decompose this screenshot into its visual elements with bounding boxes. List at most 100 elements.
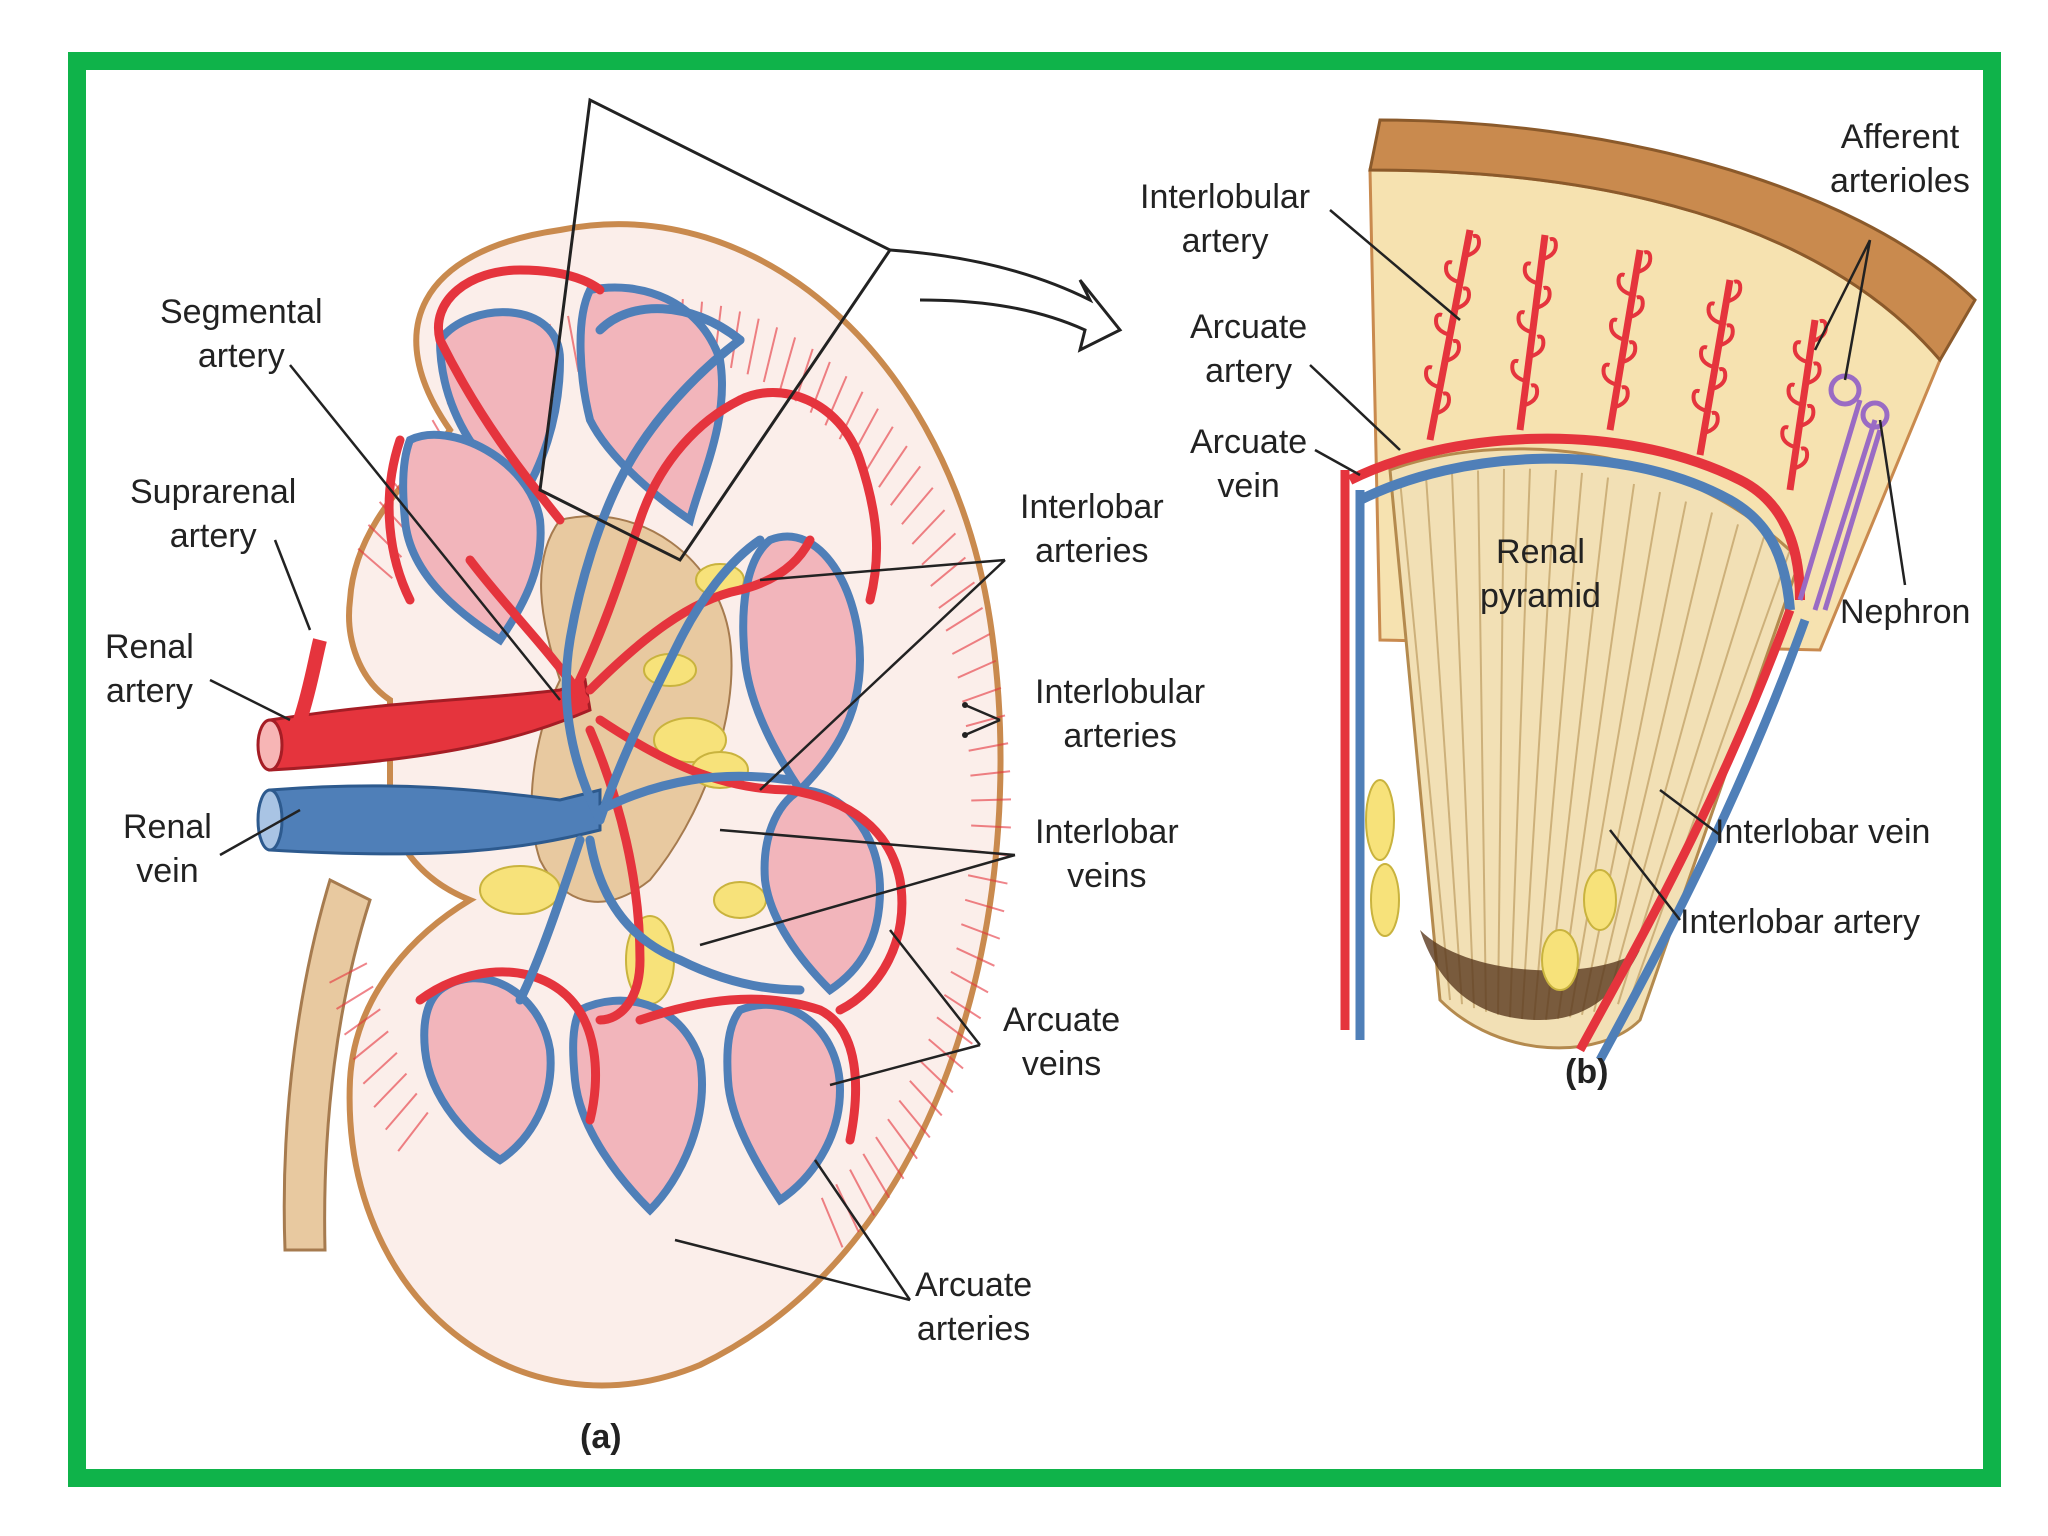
renal-pyramid-shape <box>1388 447 1802 1050</box>
label-line: Renal <box>1496 533 1585 571</box>
cortical-vessel <box>898 1099 931 1139</box>
cortical-vessel <box>362 1052 398 1085</box>
cortical-vessel <box>957 659 997 679</box>
cortical-vessel <box>960 923 1001 940</box>
label-line: artery <box>169 517 257 555</box>
label-line: Arcuate <box>1190 423 1308 461</box>
cortical-vessel <box>971 798 1012 802</box>
afferent-arteriole <box>1522 383 1540 408</box>
label-interlobar-arteries: Interlobar arteries <box>1020 485 1164 573</box>
pyramid-line <box>1629 549 1791 1001</box>
label-line: arteries <box>1063 717 1177 755</box>
label-line: pyramid <box>1480 577 1601 615</box>
pyramid-line <box>1425 476 1463 1005</box>
cortical-vessel <box>746 318 760 375</box>
cortical-vessel <box>962 686 1002 703</box>
renal-capsule-band <box>1368 118 1977 363</box>
label-line: Renal <box>105 628 194 666</box>
afferent-arteriole <box>1444 338 1462 364</box>
afferent-arteriole <box>1620 340 1638 365</box>
label-line: Interlobar <box>1020 488 1164 526</box>
cortical-vessel <box>936 1016 973 1045</box>
cortical-vessel <box>911 509 946 545</box>
arcuate-artery-b <box>1347 433 1805 601</box>
label-line: Renal <box>123 808 212 846</box>
cortical-vessel <box>373 1072 408 1108</box>
label-line: Afferent <box>1840 118 1960 156</box>
renal-vein-lumen <box>256 788 284 852</box>
pyramid-line <box>1533 472 1583 1020</box>
label-line: vein <box>136 852 199 890</box>
afferent-arteriole <box>1608 317 1626 342</box>
pyramid-line <box>1557 483 1635 1020</box>
cortical-vessel <box>930 556 967 587</box>
cortical-vessel <box>943 993 982 1020</box>
afferent-arteriole <box>1710 367 1728 392</box>
cortical-vessel <box>938 581 976 609</box>
cortical-vessel <box>397 1111 429 1152</box>
cortical-vessel <box>384 1092 418 1131</box>
cortical-vessel <box>329 962 368 984</box>
label-line: Segmental <box>160 293 323 331</box>
label-line: Suprarenal <box>130 473 297 511</box>
pyramid-line <box>1497 468 1505 1015</box>
pyramid-line <box>1569 491 1661 1018</box>
cortical-vessel <box>862 1153 891 1199</box>
panel-a-caption: (a) <box>580 1418 622 1456</box>
venous-branches <box>515 304 805 1005</box>
label-line: artery <box>1205 352 1293 390</box>
afferent-arteriole <box>1628 295 1645 320</box>
cortical-vessel <box>968 742 1009 752</box>
label-line: Interlobar artery <box>1680 903 1920 941</box>
pyramid-line <box>1545 477 1609 1021</box>
label-line: Arcuate <box>915 1266 1033 1304</box>
label-line: Interlobular <box>1140 178 1311 216</box>
cortical-vessel <box>878 445 908 488</box>
afferent-arteriole <box>1718 323 1735 348</box>
afferent-arteriole <box>1613 385 1630 410</box>
label-arcuate-artery: Arcuate artery <box>1190 305 1307 393</box>
cortex-detail-illustration <box>1340 118 1977 1063</box>
cortical-vessel <box>336 985 374 1010</box>
label-interlobular-artery: Interlobular artery <box>1140 175 1310 263</box>
afferent-arteriole <box>1423 365 1441 390</box>
label-line: artery <box>105 672 193 710</box>
afferent-arteriole <box>1786 382 1804 407</box>
afferent-arteriole <box>1792 446 1810 471</box>
label-arcuate-veins: Arcuate veins <box>1003 998 1120 1086</box>
arcuate-vein-b <box>1357 453 1795 611</box>
label-line: Arcuate <box>1003 1001 1121 1039</box>
pyramid-fat <box>1365 779 1617 991</box>
pyramid-line <box>1399 479 1451 1001</box>
cortical-vessel <box>762 327 779 383</box>
cortical-vessel <box>820 1197 844 1248</box>
panel-b-caption: (b) <box>1565 1053 1609 1091</box>
label-arcuate-vein: Arcuate vein <box>1190 420 1307 508</box>
label-line: veins <box>1067 857 1147 895</box>
renal-artery-vessel <box>268 677 592 772</box>
cortical-vessel <box>778 337 797 392</box>
afferent-arteriole <box>1434 391 1452 416</box>
afferent-arteriole <box>1792 340 1810 365</box>
cortical-vessel <box>352 1030 389 1061</box>
pyramid-line <box>1593 512 1713 1012</box>
cortical-vessel <box>951 633 991 655</box>
suprarenal-artery-vessel <box>293 638 327 723</box>
cortical-vessel <box>909 1080 943 1117</box>
pyramid-line <box>1521 469 1557 1020</box>
zoom-indicator <box>538 97 1123 562</box>
afferent-arteriole <box>1454 286 1472 311</box>
label-line: artery <box>1181 222 1269 260</box>
interlobular-arteries-b <box>1423 229 1828 491</box>
afferent-arteriole <box>1780 425 1797 450</box>
pyramid-line <box>1509 468 1531 1018</box>
label-interlobar-veins: Interlobar veins <box>1035 810 1179 898</box>
interlobar-artery-b <box>1340 470 1795 1053</box>
afferent-arteriole <box>1528 334 1546 359</box>
afferent-arteriole <box>1725 279 1743 304</box>
label-line: arteries <box>916 1310 1031 1348</box>
label-line: arteries <box>1035 532 1149 570</box>
cortical-vessel <box>343 1008 381 1036</box>
afferent-arteriole <box>1535 285 1552 311</box>
